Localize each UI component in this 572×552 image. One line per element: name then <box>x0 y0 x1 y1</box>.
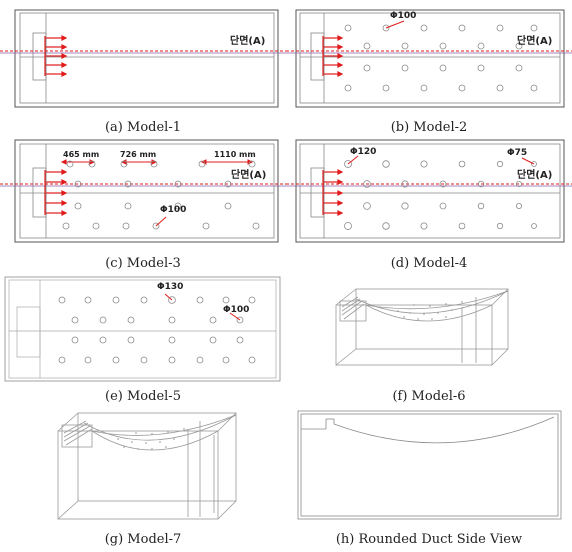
hole-diameter-label-inlet: Φ120 <box>350 147 377 157</box>
model-6-isometric <box>335 288 509 366</box>
caption-model-3: (c) Model-3 <box>105 256 181 271</box>
hole-grid <box>344 160 537 230</box>
spacing-label-1110: 1110 mm <box>214 150 256 159</box>
section-label: 단면(A) <box>230 36 266 47</box>
hole-diameter-label-small: Φ100 <box>223 305 250 315</box>
spacing-label-465: 465 mm <box>63 150 100 159</box>
model-7-isometric <box>57 412 237 520</box>
hole-grid <box>58 296 256 364</box>
section-label: 단면(A) <box>517 170 553 181</box>
panel-rounded-duct-side-view: (h) Rounded Duct Side View <box>286 405 572 552</box>
model-3-schematic <box>0 139 286 243</box>
model-2-schematic <box>286 9 572 108</box>
hole-diameter-label: Φ100 <box>160 205 187 215</box>
caption-model-7: (g) Model-7 <box>104 532 182 547</box>
panel-model-5: Φ130 Φ100 (e) Model-5 <box>0 276 286 405</box>
panel-model-7: (g) Model-7 <box>0 405 286 552</box>
caption-model-2: (b) Model-2 <box>390 120 468 135</box>
panel-model-1: 단면(A) (a) Model-1 <box>0 0 286 140</box>
caption-model-5: (e) Model-5 <box>105 389 181 404</box>
inlet-flow-arrows <box>44 35 68 77</box>
model-5-schematic <box>4 276 281 382</box>
model-1-schematic <box>0 9 286 108</box>
spacing-label-726: 726 mm <box>120 150 157 159</box>
caption-model-4: (d) Model-4 <box>390 256 468 271</box>
panel-model-6: (f) Model-6 <box>286 277 572 405</box>
hole-grid <box>344 24 538 92</box>
panel-model-3: 465 mm 726 mm 1110 mm 단면(A) Φ100 (c) Mod… <box>0 139 286 277</box>
model-4-schematic <box>286 139 572 243</box>
panel-model-2: Φ100 단면(A) (b) Model-2 <box>286 0 572 140</box>
section-label: 단면(A) <box>231 170 267 181</box>
hole-diameter-label: Φ100 <box>390 11 417 21</box>
caption-model-6: (f) Model-6 <box>392 389 466 404</box>
caption-rounded-duct-side-view: (h) Rounded Duct Side View <box>335 532 523 547</box>
hole-diameter-label-outlet: Φ75 <box>507 148 528 158</box>
hole-diameter-label-large: Φ130 <box>157 282 184 292</box>
caption-model-1: (a) Model-1 <box>104 120 181 135</box>
hole-grid <box>62 160 260 230</box>
section-label: 단면(A) <box>517 36 553 47</box>
rounded-duct-side-view <box>297 410 562 520</box>
panel-model-4: Φ120 Φ75 단면(A) (d) Model-4 <box>286 139 572 277</box>
